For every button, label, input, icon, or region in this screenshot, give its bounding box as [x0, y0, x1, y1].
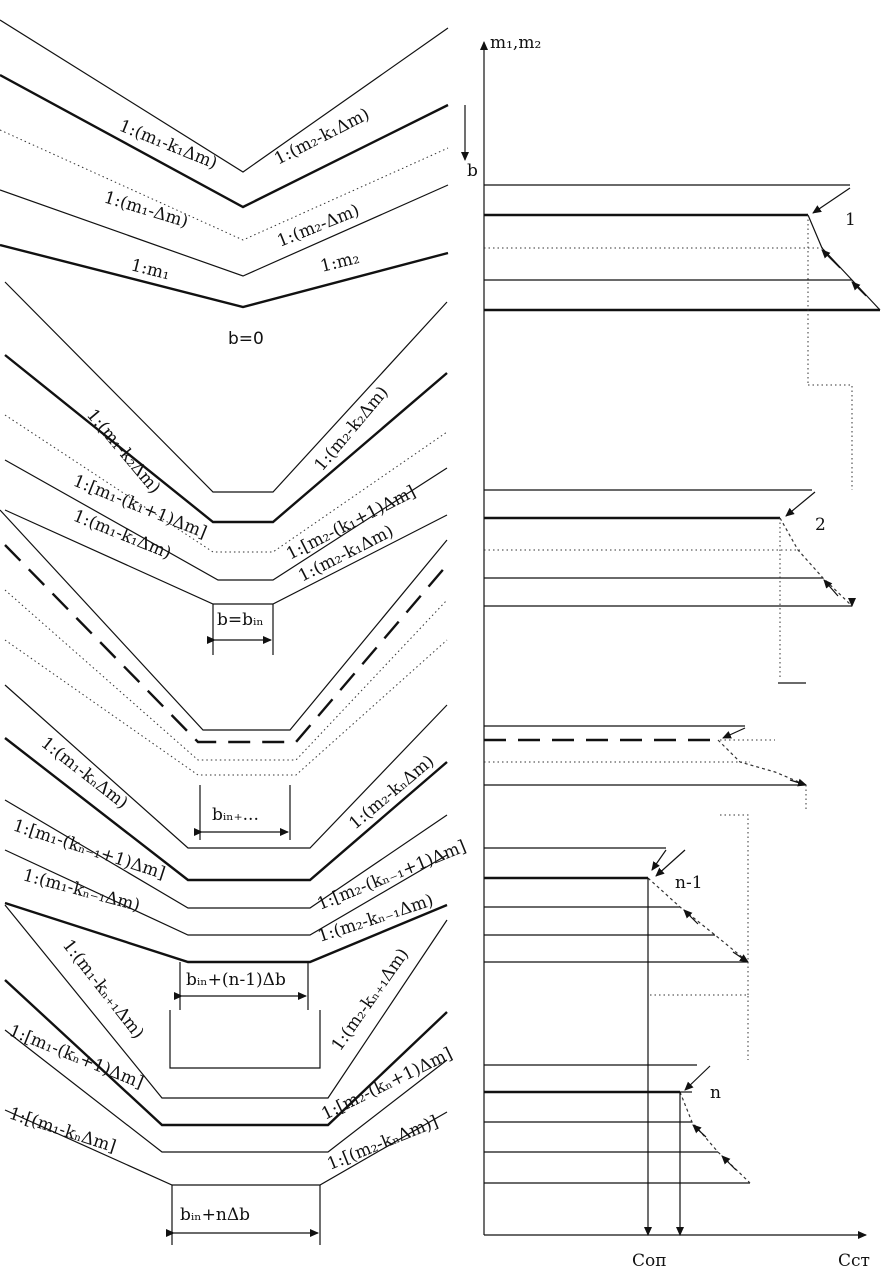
step-block-3 — [484, 725, 807, 960]
slope-label-s5-left: 1:(m₁-kₙ₊₁Δm) — [58, 936, 148, 1043]
slope-label-s3-right: 1:(m₂-kₙΔm) — [345, 751, 438, 834]
slope-label-s1b-right: 1:(m₂-Δm) — [274, 201, 362, 252]
b-zero-label: b=0 — [228, 329, 264, 349]
section-group-3 — [0, 509, 448, 840]
step-marker-n: n — [710, 1083, 721, 1103]
step-marker-2: 2 — [815, 515, 826, 535]
section-group-5 — [4, 904, 448, 1245]
step-block-2 — [484, 489, 856, 684]
section-group-4 — [4, 684, 448, 1010]
b-in-label: b=bᵢₙ — [217, 610, 264, 630]
axes — [461, 41, 867, 1239]
b-axis-label: b — [467, 161, 478, 181]
slope-label-s1-right: 1:(m₂-k₁Δm) — [271, 104, 373, 169]
slope-label-s5b-right: 1:[m₂-(kₙ+1)Δm] — [318, 1044, 455, 1125]
step-block-5 — [484, 1064, 751, 1236]
slope-label-s1c-right: 1:m₂ — [318, 248, 361, 277]
slope-label-s5c-left: 1:[(m₁-kₙΔm] — [6, 1104, 118, 1157]
section-group-1 — [0, 19, 449, 309]
x-axis-label: Cст — [838, 1251, 870, 1271]
step-block-1 — [484, 184, 881, 490]
step-block-4 — [484, 847, 749, 1236]
y-axis-label: m₁,m₂ — [490, 33, 541, 53]
step-marker-n1: n-1 — [675, 873, 703, 893]
b-n-label: bᵢₙ+nΔb — [180, 1205, 250, 1225]
con-axis-label: Cоп — [632, 1251, 667, 1271]
slope-label-s1b-left: 1:(m₁-Δm) — [102, 188, 191, 233]
b-in-plus-label: bᵢₙ₊... — [212, 805, 259, 825]
b-n1-label: bᵢₙ+(n-1)Δb — [186, 970, 286, 990]
section-group-2 — [4, 281, 448, 655]
step-marker-1: 1 — [845, 210, 856, 230]
slope-label-s5c-right: 1:[(m₂-kₙΔm)] — [324, 1112, 441, 1175]
slope-label-s4b-left: 1:(m₁-kₙ₋₁Δm) — [21, 866, 142, 916]
slope-label-s5-right: 1:(m₂-kₙ₊₁Δm) — [328, 945, 413, 1055]
